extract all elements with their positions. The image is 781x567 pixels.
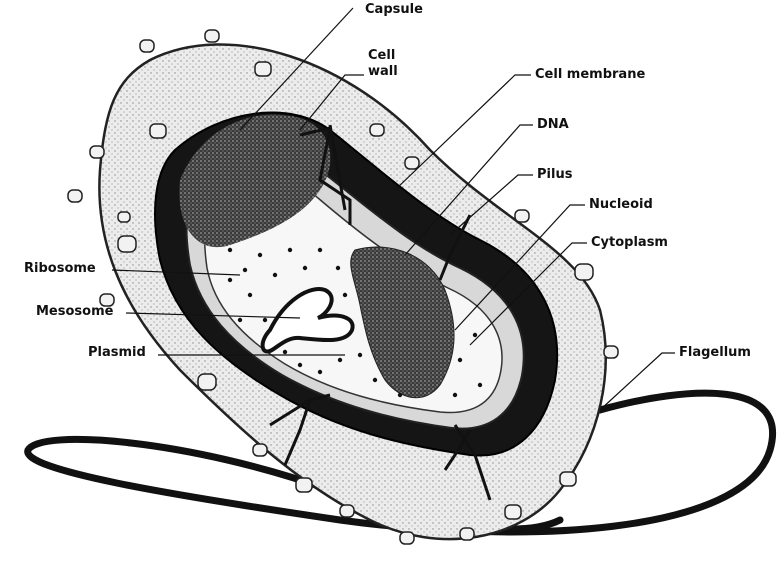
nucleoid-shape [350,246,455,399]
surface-bumps [67,29,619,545]
label-pilus: Pilus [537,167,573,182]
mesosome-shape [260,287,355,354]
leader-cell-wall [299,74,364,131]
cut-face-dark [179,114,331,248]
label-ribosome: Ribosome [24,261,96,276]
leader-cytoplasm [469,242,587,346]
label-flagellum: Flagellum [679,345,751,360]
label-mesosome: Mesosome [36,304,114,319]
label-capsule: Capsule [365,2,423,17]
label-cell-wall-line1: Cell [368,48,396,63]
label-cell-wall-line2: wall [368,64,398,79]
pili [269,124,492,501]
leader-capsule [239,7,354,131]
label-cell-membrane: Cell membrane [535,67,646,82]
leader-dna [404,124,533,256]
leader-pilus [449,174,533,236]
ribosome-dots [227,247,483,398]
leader-ribosome [111,269,241,276]
leader-lines [111,7,675,411]
label-nucleoid: Nucleoid [589,197,653,212]
leader-cell-membrane [394,74,531,191]
leader-flagellum [599,352,675,411]
leader-mesosome [125,312,301,319]
leader-nucleoid [454,204,585,331]
label-cytoplasm: Cytoplasm [591,235,668,250]
label-dna: DNA [537,117,569,132]
label-plasmid: Plasmid [88,345,146,360]
